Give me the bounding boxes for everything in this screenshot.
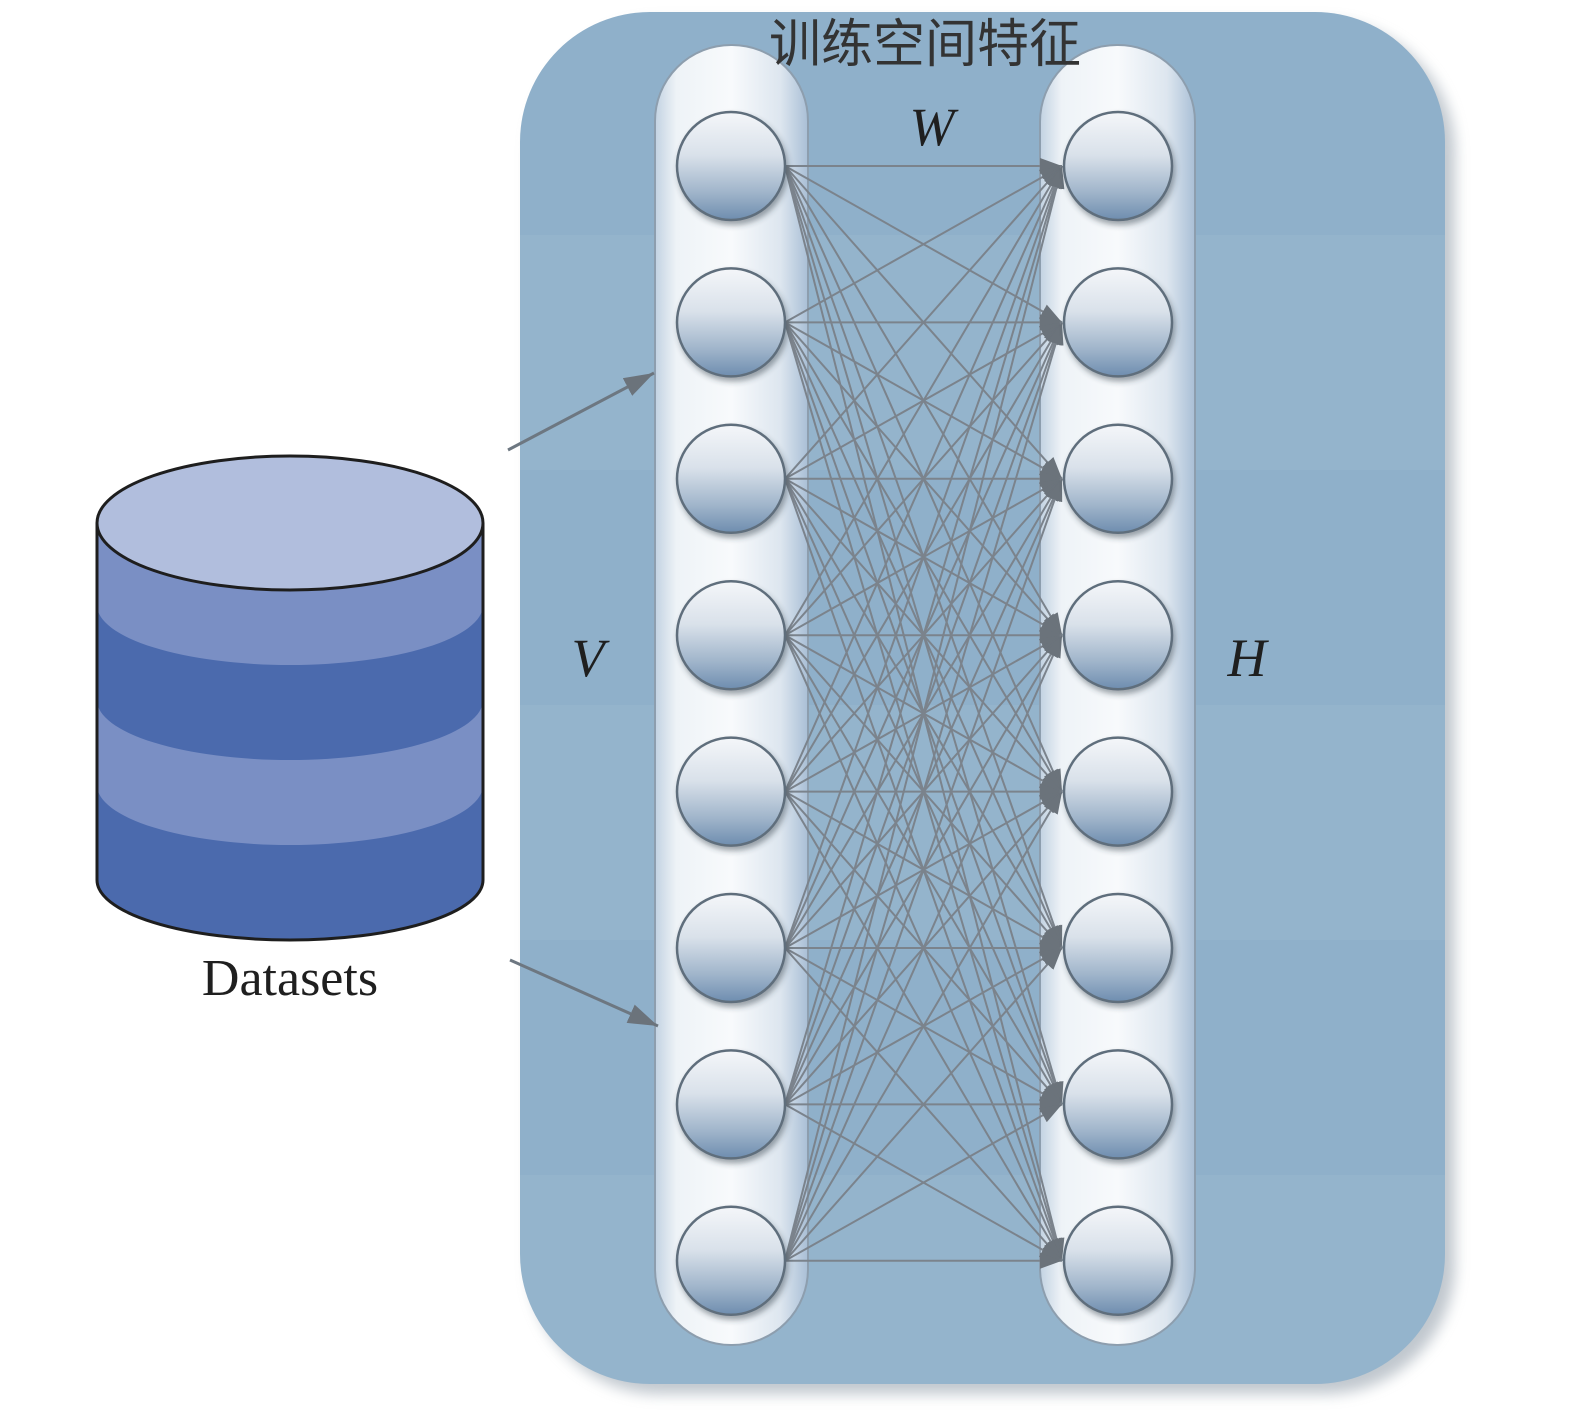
hidden-unit-node (1062, 1049, 1174, 1160)
visible-unit-node (675, 736, 787, 847)
hidden-unit-node (1062, 1205, 1174, 1317)
diagram-title: 训练空间特征 (769, 15, 1081, 75)
hidden-layer-nodes (1062, 110, 1174, 1317)
input-arrow-upper (507, 371, 655, 452)
cylinder-top (95, 454, 485, 592)
cylinder-band-light (97, 700, 483, 845)
hidden-unit-node (1062, 736, 1174, 847)
weight-edge (784, 165, 1065, 1262)
visible-unit-node (675, 579, 787, 691)
visible-unit-node (675, 110, 787, 222)
cylinder-outline (95, 523, 485, 942)
weight-edge (784, 947, 1063, 1262)
hidden-layer-column (1039, 44, 1196, 1346)
visible-unit-node (675, 423, 787, 535)
weight-edge (784, 165, 1063, 324)
visible-unit-node (675, 1205, 787, 1317)
weight-edge (784, 322, 1064, 1262)
visible-layer-column (654, 44, 809, 1346)
hidden-unit-node (1062, 423, 1174, 535)
dataset-cylinder-icon (95, 454, 485, 942)
weight-edge (784, 165, 1063, 793)
hidden-unit-node (1062, 892, 1174, 1004)
visible-unit-node (675, 892, 787, 1004)
visible-unit-node (675, 267, 787, 378)
weight-edge (784, 165, 1063, 480)
weight-edge (784, 165, 1063, 636)
dataset-label: Datasets (202, 950, 378, 1007)
weight-connections (784, 158, 1065, 1269)
weight-edge (784, 1103, 1063, 1262)
weight-edge (784, 791, 1063, 1262)
visible-unit-node (675, 1049, 787, 1160)
weight-edge (784, 165, 1064, 1105)
weight-edge (784, 478, 1063, 1262)
hidden-unit-node (1062, 579, 1174, 691)
weight-edge (784, 634, 1063, 1262)
weight-edge (784, 165, 1063, 949)
hidden-unit-node (1062, 110, 1174, 222)
visible-layer-nodes (675, 110, 787, 1317)
hidden-unit-node (1062, 267, 1174, 378)
visible-layer-label: V (572, 628, 611, 688)
weights-label: W (910, 97, 960, 157)
cylinder-band-light (97, 523, 483, 665)
hidden-layer-label: H (1227, 628, 1270, 688)
input-arrow-lower (509, 958, 659, 1028)
